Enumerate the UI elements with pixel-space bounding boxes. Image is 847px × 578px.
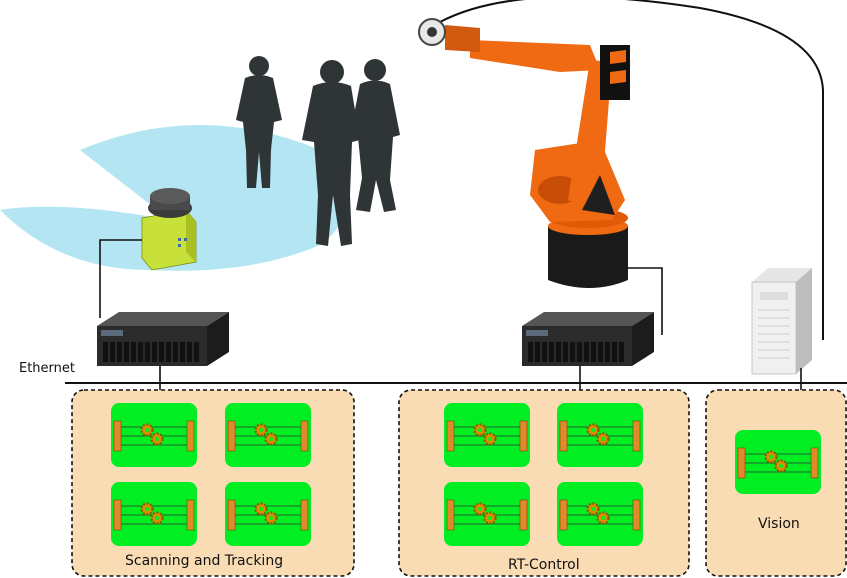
- processing-module: [555, 401, 645, 469]
- processing-module: [223, 401, 313, 469]
- group-label-vision: Vision: [758, 516, 800, 532]
- ethernet-label: Ethernet: [19, 361, 75, 376]
- processing-module: [442, 480, 532, 548]
- processing-module: [555, 480, 645, 548]
- industrial-robot-arm: [418, 0, 824, 340]
- processing-module: [109, 401, 199, 469]
- processing-module: [223, 480, 313, 548]
- people-silhouettes: [236, 56, 400, 246]
- processing-module: [733, 428, 823, 496]
- rack-server-control: [522, 312, 654, 366]
- processing-module: [442, 401, 532, 469]
- group-rt-control: [398, 389, 690, 577]
- processing-module: [109, 480, 199, 548]
- rack-server-scanning: [97, 312, 229, 366]
- group-label-scanning: Scanning and Tracking: [125, 553, 284, 569]
- group-label-rt-control: RT-Control: [508, 557, 580, 573]
- laser-scanner: [141, 188, 197, 271]
- tower-server: [751, 268, 812, 375]
